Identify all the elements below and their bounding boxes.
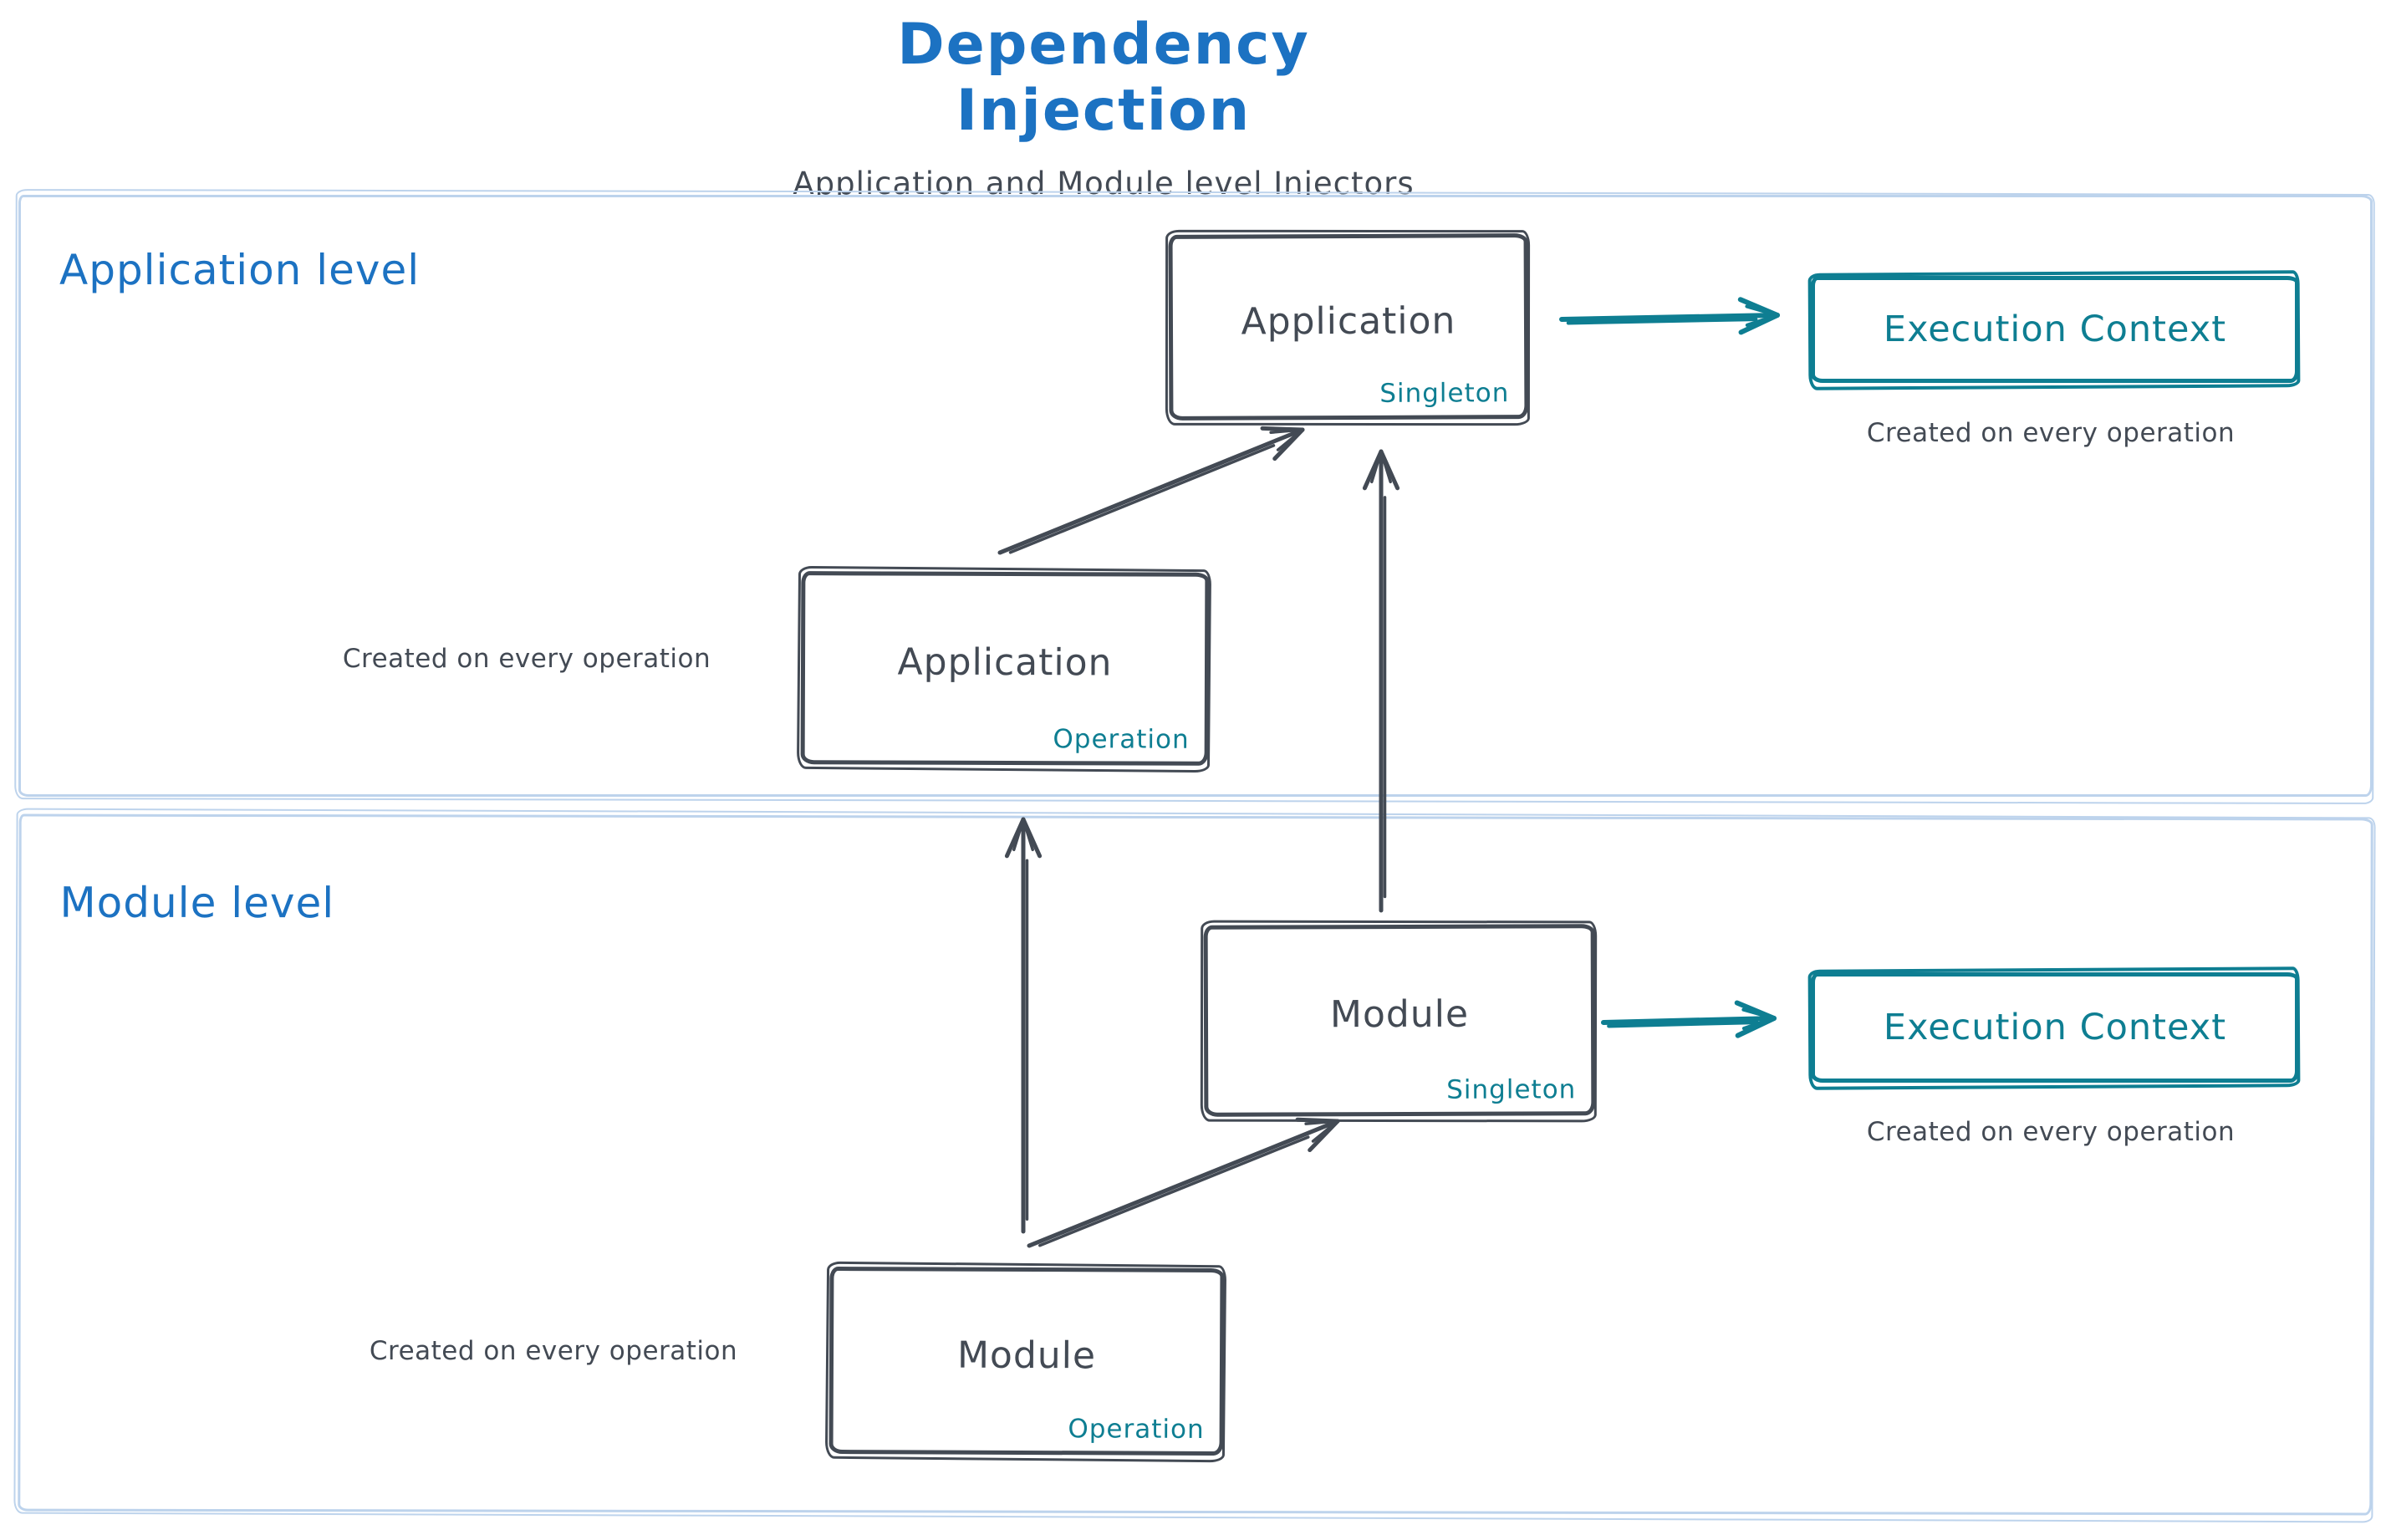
node-tag: Operation: [1053, 724, 1190, 755]
execution-context-module-caption: Created on every operation: [1866, 1117, 2236, 1147]
application-level-label: Application level: [59, 246, 421, 294]
node-title: Module: [1329, 992, 1470, 1037]
module-operation-caption: Created on every operation: [369, 1336, 738, 1366]
arrow-module-operation-to-app-operation: [1004, 817, 1043, 1234]
arrow-module-singleton-to-app-singleton: [1362, 449, 1400, 913]
application-operation-caption: Created on every operation: [342, 644, 711, 674]
node-title: Application: [897, 640, 1113, 685]
arrow-app-operation-to-app-singleton: [997, 426, 1305, 555]
node-title: Module: [956, 1333, 1097, 1377]
node-module-operation: Module Operation: [828, 1266, 1225, 1456]
page-title: Dependency Injection: [897, 12, 1310, 144]
arrow-app-singleton-to-execution-context: [1559, 297, 1780, 335]
node-application-operation: Application Operation: [800, 571, 1210, 766]
node-module-singleton: Module Singleton: [1203, 924, 1596, 1117]
execution-context-application-box: Execution Context: [1811, 276, 2299, 383]
execution-context-title: Execution Context: [1883, 309, 2227, 350]
node-title: Application: [1241, 298, 1456, 344]
diagram-header: Dependency Injection Application and Mod…: [761, 12, 1446, 201]
execution-context-title: Execution Context: [1883, 1007, 2227, 1048]
execution-context-application-caption: Created on every operation: [1866, 418, 2236, 448]
node-tag: Singleton: [1379, 378, 1510, 409]
node-tag: Singleton: [1446, 1074, 1577, 1105]
arrow-module-singleton-to-execution-context: [1601, 1000, 1777, 1038]
execution-context-module-box: Execution Context: [1811, 972, 2299, 1083]
node-tag: Operation: [1068, 1414, 1205, 1445]
arrow-module-operation-to-module-singleton: [1027, 1117, 1340, 1248]
node-application-singleton: Application Singleton: [1168, 233, 1529, 421]
